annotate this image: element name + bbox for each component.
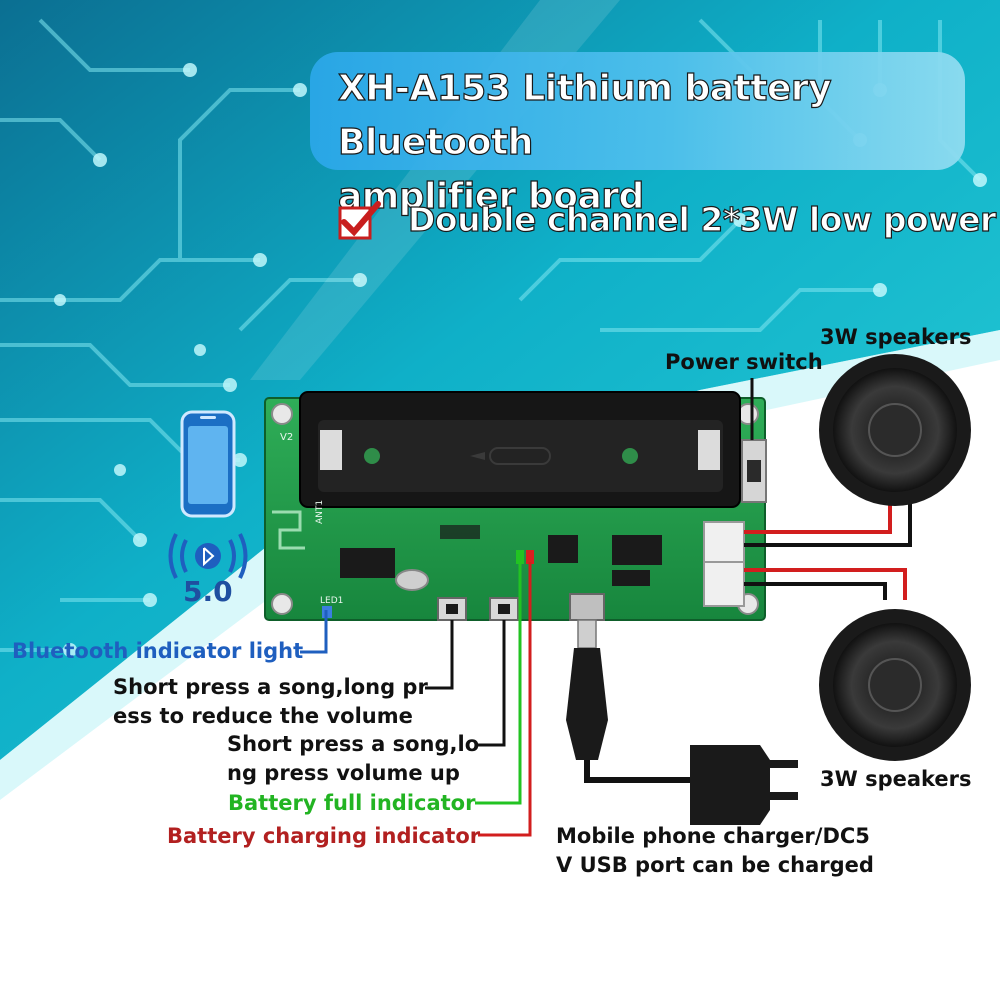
title-card xyxy=(310,52,965,170)
led-mark: LED1 xyxy=(320,596,343,606)
next-button-label-line-2: ng press volume up xyxy=(227,761,460,785)
charger-label: Mobile phone charger/DC5 V USB port can … xyxy=(556,822,874,880)
next-button-label-line-1: Short press a song,lo xyxy=(227,732,480,756)
pcb-board: V2 ANT1 LED1 xyxy=(264,391,767,621)
prev-button-label-line-2: ess to reduce the volume xyxy=(113,704,413,728)
title: XH-A153 Lithium battery Bluetooth amplif… xyxy=(337,62,958,224)
speaker-icon-bottom xyxy=(819,609,971,761)
charger-icon xyxy=(566,619,798,825)
title-line-2: amplifier board xyxy=(337,175,644,217)
checkmark-icon xyxy=(338,201,381,240)
battery-charging-label: Battery charging indicator xyxy=(167,824,481,848)
charger-label-line-1: Mobile phone charger/DC5 xyxy=(556,824,870,848)
charger-label-line-2: V USB port can be charged xyxy=(556,853,874,877)
speakers-top-label: 3W speakers xyxy=(820,325,972,349)
speaker-icon-top xyxy=(819,354,971,506)
antenna-mark: ANT1 xyxy=(315,500,325,524)
prev-button-label-line-1: Short press a song,long pr xyxy=(113,675,428,699)
title-line-1: XH-A153 Lithium battery Bluetooth xyxy=(337,67,832,163)
speakers-bottom-label: 3W speakers xyxy=(820,767,972,791)
bluetooth-indicator-label: Bluetooth indicator light xyxy=(12,639,304,663)
next-button-label: Short press a song,lo ng press volume up xyxy=(227,730,479,788)
bluetooth-icon xyxy=(168,533,248,579)
battery-full-label: Battery full indicator xyxy=(228,791,476,815)
phone-icon xyxy=(180,410,236,518)
power-switch-label: Power switch xyxy=(665,350,823,374)
bluetooth-version: 5.0 xyxy=(183,575,233,608)
feature-text: Double channel 2*3W low power xyxy=(407,199,997,239)
board-version-mark: V2 xyxy=(280,432,293,443)
prev-button-label: Short press a song,long pr ess to reduce… xyxy=(113,673,428,731)
